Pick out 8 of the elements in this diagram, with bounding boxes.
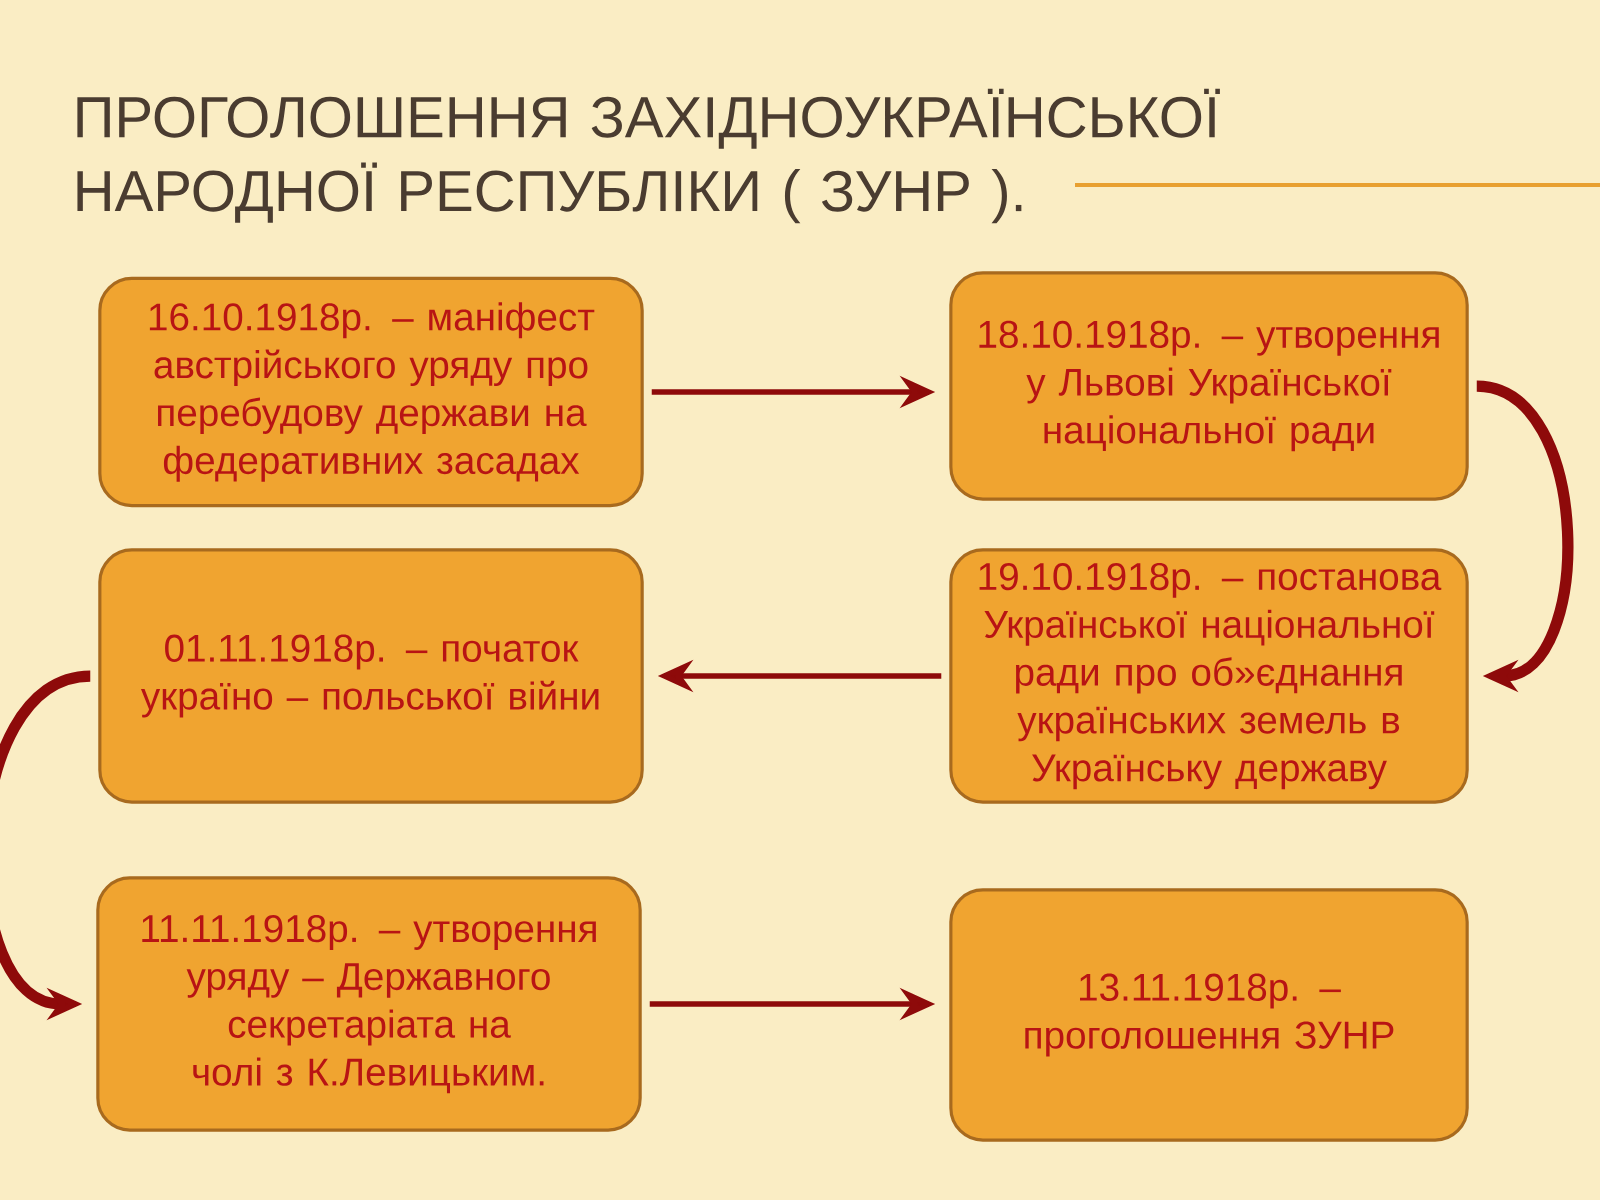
title: ПРОГОЛОШЕННЯ ЗАХІДНОУКРАЇНСЬКОЇ НАРОДНОЇ РЕСПУБЛІКИ ( ЗУНР ). <box>77 88 1220 224</box>
event-box: 18.10.1918р. – утворення у Львові Української національної ради <box>949 271 1469 501</box>
arrow <box>1475 380 1574 693</box>
event-box: 19.10.1918р. – постанова Української національної ради про об»єднання українських земель в Українську державу <box>949 548 1469 804</box>
event-box: 13.11.1918р. – проголошення ЗУНР <box>949 888 1469 1142</box>
event-box: 01.11.1918р. – початок україно – польської війни <box>98 548 644 804</box>
event-box: 16.10.1918р. – маніфест австрійського уряду про перебудову держави на федеративних засадах <box>98 276 644 508</box>
event-box: 11.11.1918р. – утворення уряду – Державного секретаріата на чолі з К.Левицьким. <box>96 876 642 1132</box>
